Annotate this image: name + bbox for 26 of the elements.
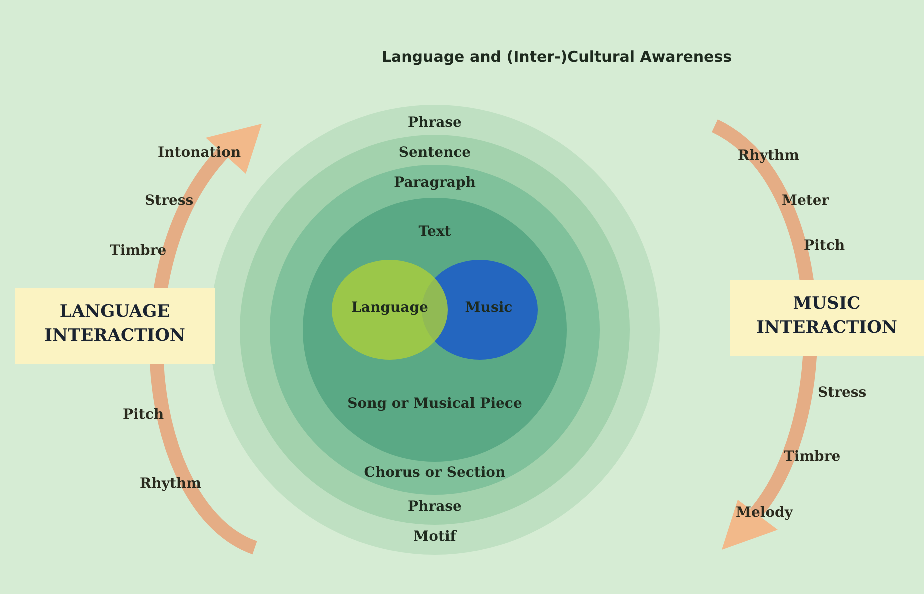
ring-label: Phrase bbox=[408, 499, 462, 515]
label: Timbre bbox=[110, 243, 167, 259]
ring-label: Text bbox=[418, 224, 452, 240]
label: Pitch bbox=[804, 238, 846, 254]
label: Timbre bbox=[784, 449, 841, 465]
label: Intonation bbox=[158, 145, 242, 161]
box-label: MUSIC INTERACTION bbox=[756, 293, 898, 340]
label: Meter bbox=[782, 193, 830, 209]
ring-label: Phrase bbox=[408, 115, 462, 131]
label: Stress bbox=[145, 193, 194, 209]
ring-label: Motif bbox=[414, 529, 456, 545]
label: Rhythm bbox=[140, 476, 202, 492]
box-label: LANGUAGE INTERACTION bbox=[44, 301, 186, 348]
label-box bbox=[730, 280, 924, 356]
label: Pitch bbox=[123, 407, 164, 423]
venn-label: Language bbox=[352, 300, 428, 316]
label: Rhythm bbox=[738, 148, 800, 164]
title: Language and (Inter-)Cultural Awareness bbox=[382, 48, 732, 66]
ring-label: Paragraph bbox=[394, 175, 476, 191]
label: Stress bbox=[818, 385, 867, 401]
label-box bbox=[15, 288, 215, 364]
ring-label: Chorus or Section bbox=[364, 465, 506, 481]
label: Melody bbox=[736, 505, 793, 521]
venn-label: Music bbox=[465, 300, 513, 316]
ring-label: Sentence bbox=[398, 145, 472, 161]
ring-label: Song or Musical Piece bbox=[348, 396, 522, 412]
